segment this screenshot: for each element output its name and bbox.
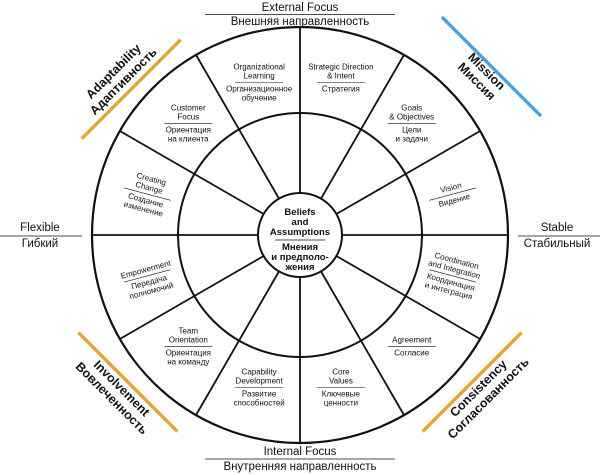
axis-right-ru: Стабильный <box>524 238 591 250</box>
sector-label-divider <box>429 187 476 201</box>
trait-adaptability-bar <box>80 38 182 140</box>
sector-label-en: Capability <box>242 368 277 377</box>
center-label: Beliefs and Assumptions Мнения и предпол… <box>270 207 330 273</box>
sector-label-en: Vision <box>439 181 462 195</box>
sector-label-ru: обучение <box>242 93 277 102</box>
sector-divider <box>195 270 280 416</box>
sector-dividers <box>92 27 508 443</box>
center-ru-line-2: и предполо- <box>271 252 329 263</box>
sector-labels: Strategic Direction& IntentСтратегияGoal… <box>120 62 482 408</box>
sector-label-divider <box>124 187 171 201</box>
center-ru-line-3: жения <box>284 262 314 273</box>
sector-label-en: & Objectives <box>389 112 434 121</box>
sector-label-en: Customer <box>171 103 206 112</box>
sector-divider <box>335 255 481 340</box>
center-en-line-2: and <box>292 217 309 228</box>
sector-label-ru: Стратегия <box>322 84 360 93</box>
axis-left: Flexible Гибкий <box>0 222 82 250</box>
axis-right: Stable Стабильный <box>518 222 600 250</box>
sector-label-ru: Ориентация <box>166 349 211 358</box>
sector-label: OrganizationalLearningОрганизационноеобу… <box>226 62 293 102</box>
sector-label-divider <box>429 269 476 283</box>
sector-label-ru: на команду <box>167 358 209 367</box>
sector-label: CapabilityDevelopmentРазвитиеспособносте… <box>233 368 284 408</box>
sector-label-ru: Ключевые <box>322 390 361 399</box>
axis-top: External Focus Внешняя направленность <box>205 2 395 28</box>
sector-label-en: & Intent <box>327 71 355 80</box>
sector-label-ru: способностей <box>233 399 284 408</box>
axis-bottom-ru: Внутренняя направленность <box>223 461 376 473</box>
sector-label-en: Organizational <box>233 62 285 71</box>
sector-label-ru: Ориентация <box>166 125 211 134</box>
sector-label-en: Core <box>332 368 350 377</box>
sector-label-ru: ценности <box>324 399 358 408</box>
sector-label-en: Learning <box>244 71 275 80</box>
sector-label-en: Goals <box>401 103 422 112</box>
sector-divider <box>119 130 265 215</box>
sector-label-ru: Организационное <box>226 84 293 93</box>
trait-consistency: Consistency Согласованность <box>421 331 532 442</box>
sector-label-en: Values <box>329 377 353 386</box>
trait-involvement: Involvement Вовлеченность <box>73 331 179 438</box>
center-en-line-1: Beliefs <box>284 207 315 218</box>
sector-label-en: Agreement <box>392 336 432 345</box>
sector-label-divider <box>124 269 171 283</box>
sector-label-en: Strategic Direction <box>308 62 373 71</box>
sector-label-ru: Цели <box>402 125 421 134</box>
sector-label-ru: Развитие <box>242 390 277 399</box>
sector-label-ru: на клиента <box>168 134 209 143</box>
sector-label-en: Orientation <box>169 336 208 345</box>
sector-divider <box>195 54 280 200</box>
sector-label-ru: и задачи <box>396 134 428 143</box>
sector-divider <box>320 54 405 200</box>
sector-label-en: Development <box>236 377 284 386</box>
center-en-line-3: Assumptions <box>270 227 330 238</box>
trait-mission-bar <box>440 15 543 118</box>
axis-top-ru: Внешняя направленность <box>231 16 369 28</box>
axis-right-en: Stable <box>541 222 574 234</box>
axis-top-en: External Focus <box>262 2 339 14</box>
trait-consistency-bar <box>421 331 523 433</box>
axis-bottom: Internal Focus Внутренняя направленность <box>205 446 395 473</box>
axis-bottom-en: Internal Focus <box>264 446 337 458</box>
axis-left-ru: Гибкий <box>22 238 58 250</box>
sector-divider <box>335 130 481 215</box>
sector-divider <box>119 255 265 340</box>
trait-mission: Mission Миссия <box>440 15 543 118</box>
trait-involvement-bar <box>77 331 179 433</box>
center-ru-line-1: Мнения <box>282 242 318 253</box>
sector-label-en: Team <box>178 327 198 336</box>
sector-label-en: Focus <box>177 112 199 121</box>
sector-label-ru: Согласие <box>394 349 430 358</box>
sector-divider <box>320 270 405 416</box>
axis-left-en: Flexible <box>20 222 60 234</box>
